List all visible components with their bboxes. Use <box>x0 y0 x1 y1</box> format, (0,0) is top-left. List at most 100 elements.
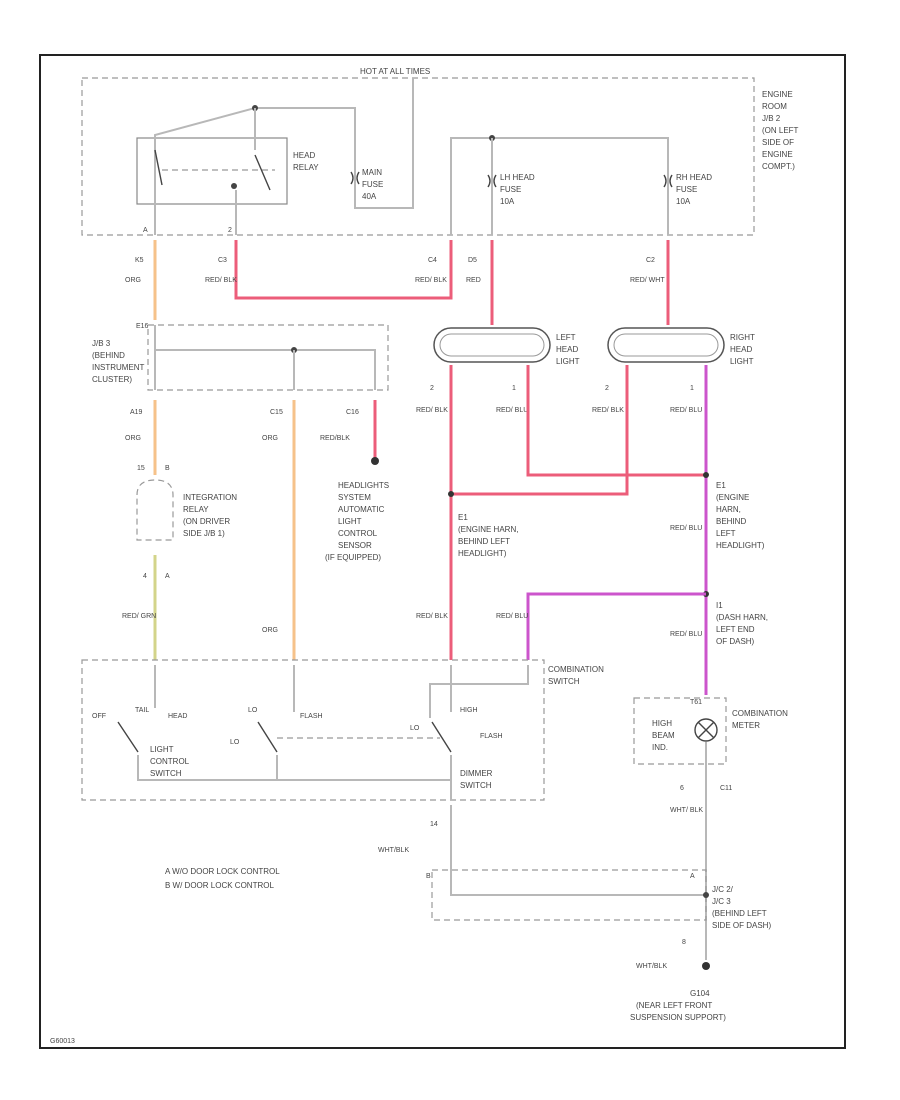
relay-switch-icon <box>154 149 163 186</box>
combination-meter-label: COMBINATION METER <box>732 709 790 730</box>
splice-e1-right <box>703 472 709 478</box>
pin-8: 8 <box>682 939 686 946</box>
pin-1-left: 1 <box>512 385 516 392</box>
wire-label-red-blu-e1: RED/ BLU <box>670 525 702 532</box>
lh-head-fuse-label: LH HEAD FUSE 10A <box>500 173 537 206</box>
wire-label-red-grn: RED/ GRN <box>122 613 156 620</box>
dimmer-switch-icon <box>431 721 452 753</box>
lo-left-label: LO <box>248 707 258 714</box>
splice-jc <box>703 892 709 898</box>
wire-label-red-blk-ll2: RED/ BLK <box>416 407 448 414</box>
wire-label-red-blk-comb: RED/ BLK <box>416 613 448 620</box>
wire-label-red-blu-rl1: RED/ BLU <box>670 407 702 414</box>
switch-head-label: HEAD <box>168 713 187 720</box>
wire-label-wht-blk-meter: WHT/ BLK <box>670 807 703 814</box>
engine-room-jb-label: ENGINE ROOM J/B 2 (ON LEFT SIDE OF ENGIN… <box>762 90 801 171</box>
integration-relay-icon <box>136 479 174 541</box>
pin-a-relay: A <box>165 573 170 580</box>
right-head-light-icon <box>607 327 725 363</box>
wire-label-red-wht: RED/ WHT <box>630 277 665 284</box>
engine-room-jb-box <box>81 77 755 236</box>
pin-6: 6 <box>680 785 684 792</box>
pin-d5: D5 <box>468 257 477 264</box>
wire-red-blu-to-comb <box>526 592 706 660</box>
wire-label-org-k5: ORG <box>125 277 141 284</box>
lh-head-fuse-icon <box>487 174 497 188</box>
pin-14: 14 <box>430 821 438 828</box>
e1-right-label: E1 (ENGINE HARN, BEHIND LEFT HEADLIGHT) <box>716 481 765 550</box>
wire-label-red-blu-comb: RED/ BLU <box>496 613 528 620</box>
pin-c3: C3 <box>218 257 227 264</box>
jb3-label: J/B 3 (BEHIND INSTRUMENT CLUSTER) <box>92 339 147 384</box>
combination-switch-label: COMBINATION SWITCH <box>548 665 606 686</box>
light-control-switch-icon <box>117 721 139 753</box>
jc-box <box>431 869 707 921</box>
wire-dimmer-hi <box>429 665 529 718</box>
pin-t61: T61 <box>690 699 702 706</box>
headlight-sensor-label: HEADLIGHTS SYSTEM AUTOMATIC LIGHT CONTRO… <box>325 481 391 562</box>
diagram-frame <box>39 54 846 1049</box>
wire-label-org-a19: ORG <box>125 435 141 442</box>
pin-b-top: B <box>165 465 170 472</box>
pin-e16: E16 <box>136 323 149 330</box>
wire-label-red-lh: RED <box>466 277 481 284</box>
relay-contact-icon <box>254 154 271 191</box>
pin-c15: C15 <box>270 409 283 416</box>
jb3-box <box>147 324 389 391</box>
main-fuse-label: MAIN FUSE 40A <box>362 168 386 201</box>
pin-2-right: 2 <box>605 385 609 392</box>
wire-label-wht-blk-gnd: WHT/BLK <box>636 963 667 970</box>
jc-label: J/C 2/ J/C 3 (BEHIND LEFT SIDE OF DASH) <box>712 885 771 930</box>
wire-wht-blk-dim <box>450 805 706 896</box>
right-head-light-inner <box>613 333 719 357</box>
combination-switch-box <box>81 659 545 801</box>
wire-light-control-gnd <box>137 755 450 781</box>
main-fuse-icon <box>350 171 360 185</box>
wire-red-blu-left-head <box>526 365 706 477</box>
legend-b: B W/ DOOR LOCK CONTROL <box>165 881 274 890</box>
lo-dim-label: LO <box>410 725 420 732</box>
switch-off-label: OFF <box>92 713 106 720</box>
wire-red-blk-right-head <box>451 365 629 496</box>
wire-jb3-bus <box>154 325 376 390</box>
pin-a-jc: A <box>690 873 695 880</box>
head-relay-box <box>136 137 288 205</box>
flash-switch-icon <box>257 721 278 753</box>
head-relay-label: HEAD RELAY <box>293 151 319 172</box>
wire-label-red-blu-i1: RED/ BLU <box>670 631 702 638</box>
pin-c3-top: 2 <box>228 227 232 234</box>
left-head-light-label: LEFT HEAD LIGHT <box>556 333 580 366</box>
e1-left-label: E1 (ENGINE HARN, BEHIND LEFT HEADLIGHT) <box>458 513 521 558</box>
wire-label-red-blk-rl2: RED/ BLK <box>592 407 624 414</box>
wire-label-red-blk-sensor: RED/BLK <box>320 435 350 442</box>
wire-label-org-comb: ORG <box>262 627 278 634</box>
pin-c11: C11 <box>720 785 732 792</box>
pin-k5-top: A <box>143 227 148 234</box>
wire-fuse-bus <box>450 137 669 235</box>
footer-code: G60013 <box>50 1038 75 1045</box>
wire-label-wht-blk-dim: WHT/BLK <box>378 847 409 854</box>
pin-k5: K5 <box>135 257 144 264</box>
high-beam-label: HIGH BEAM IND. <box>652 719 677 752</box>
left-head-light-inner <box>439 333 545 357</box>
i1-dash-label: I1 (DASH HARN, LEFT END OF DASH) <box>716 601 770 646</box>
pin-4: 4 <box>143 573 147 580</box>
light-control-switch-label: LIGHT CONTROL SWITCH <box>150 745 191 778</box>
integration-relay-label: INTEGRATION RELAY (ON DRIVER SIDE J/B 1) <box>183 493 239 538</box>
high-beam-x2 <box>697 721 715 739</box>
pin-a19: A19 <box>130 409 143 416</box>
wire-main-fuse <box>354 78 414 209</box>
wire-label-red-blk-top: RED/ BLK <box>205 277 237 284</box>
pin-c4: C4 <box>428 257 437 264</box>
switch-tail-label: TAIL <box>135 707 149 714</box>
splice-e1-left <box>448 491 454 497</box>
lo-mid-label: LO <box>230 739 240 746</box>
wire-label-red-blk-jb: RED/ BLK <box>415 277 447 284</box>
ground-icon <box>702 962 710 970</box>
rh-head-fuse-icon <box>663 174 673 188</box>
pin-15: 15 <box>137 465 145 472</box>
flash-label: FLASH <box>300 713 323 720</box>
pin-1-right: 1 <box>690 385 694 392</box>
pin-c16: C16 <box>346 409 359 416</box>
